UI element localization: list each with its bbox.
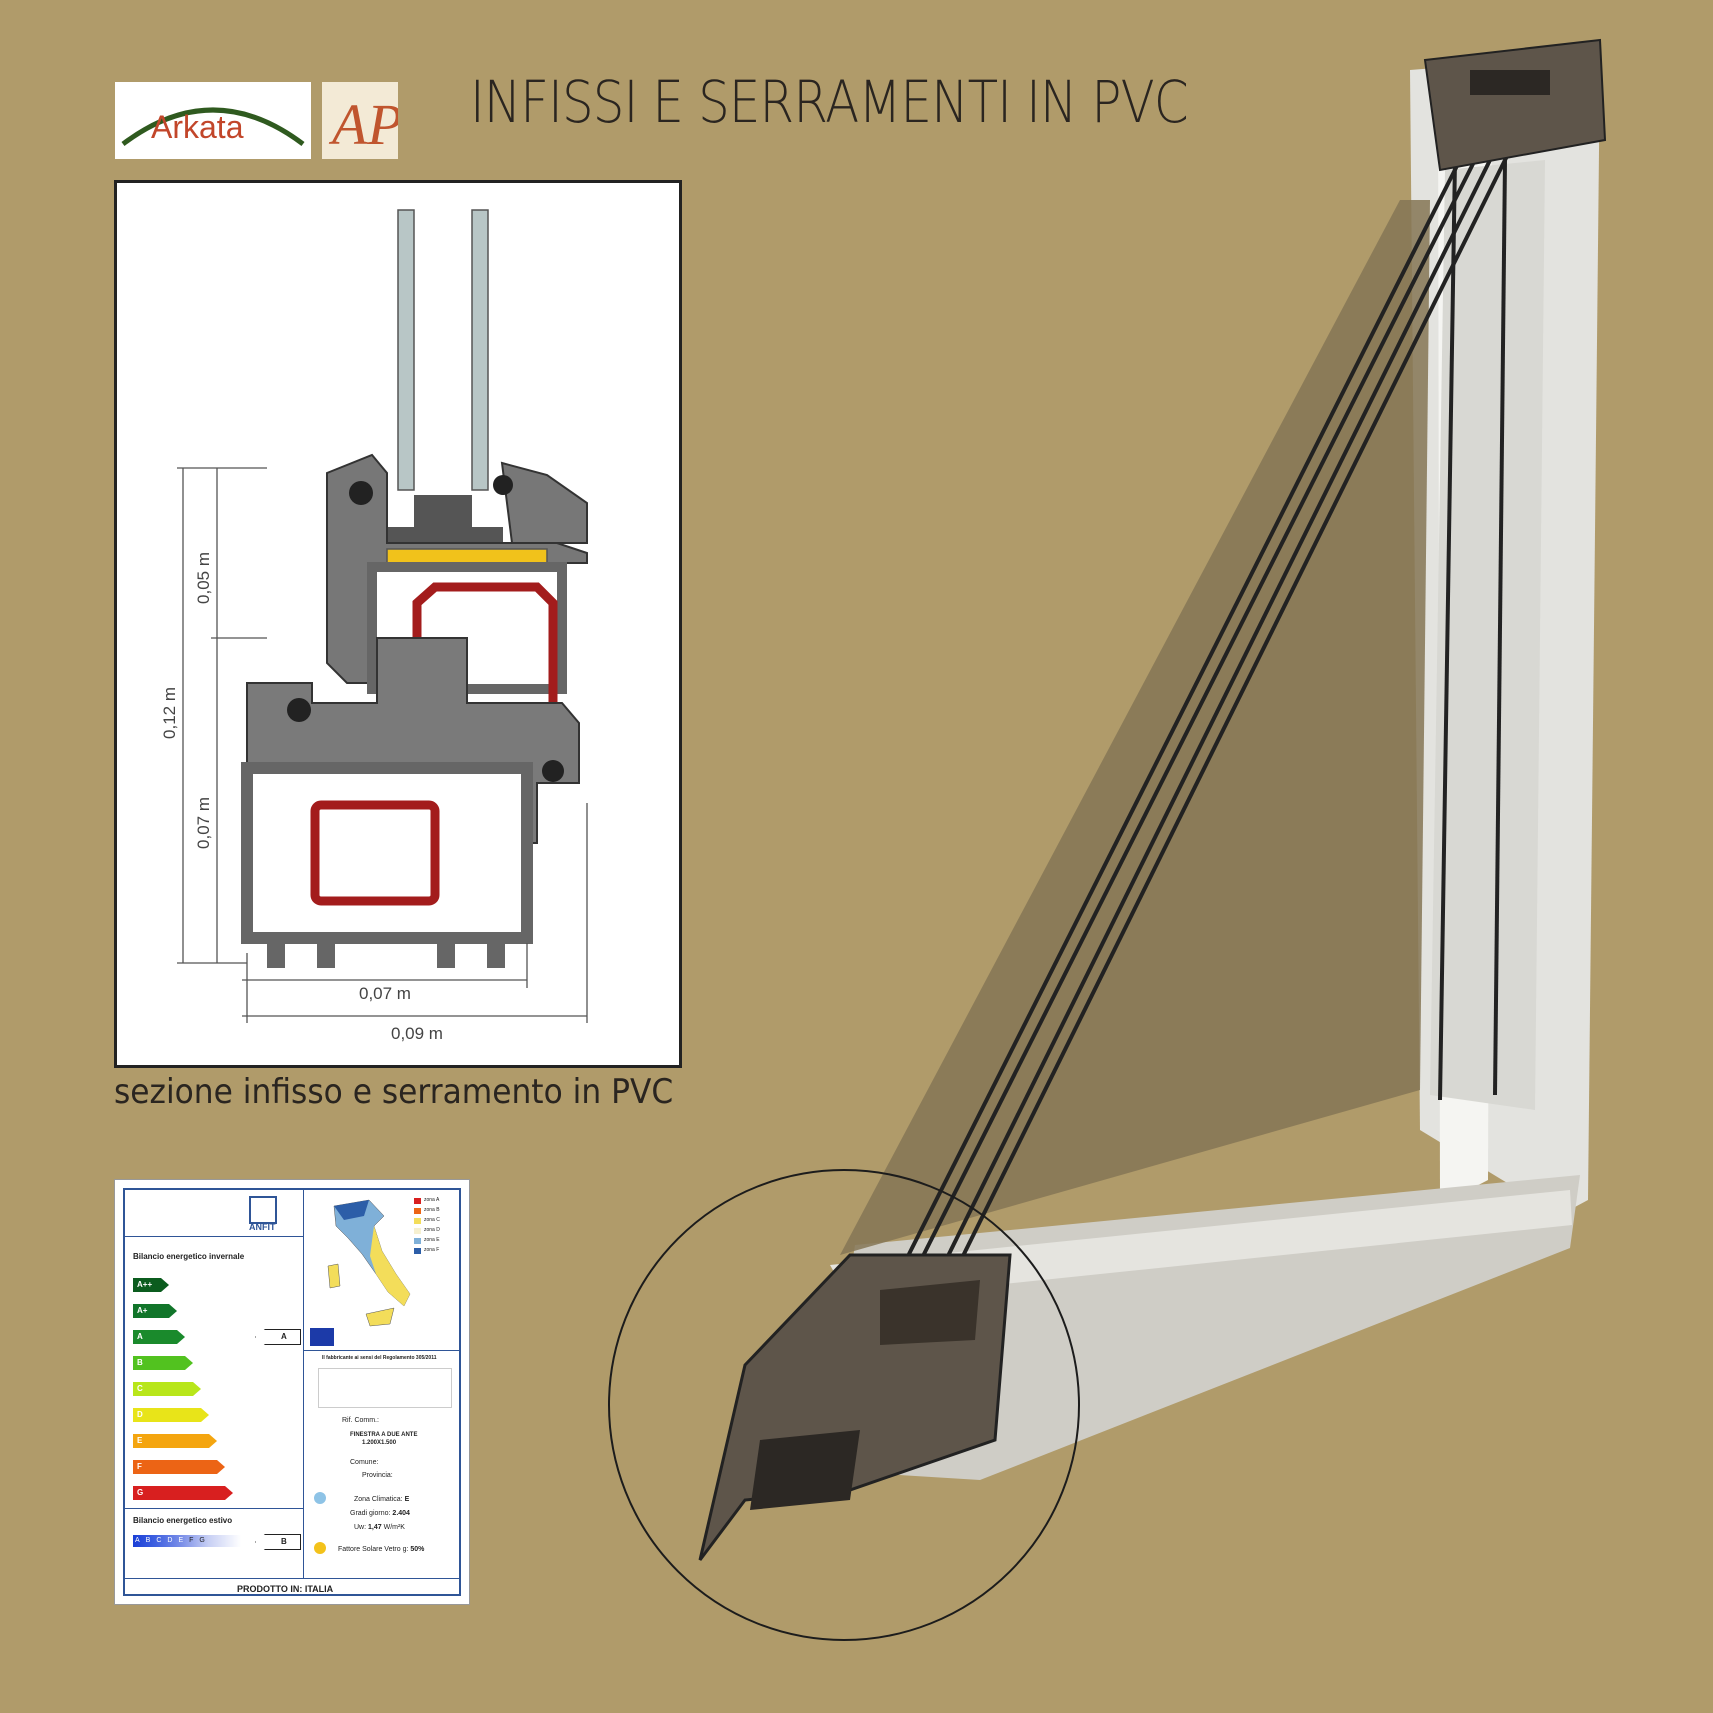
- energy-label: ANFIT Bilancio energetico invernale A++ …: [114, 1179, 470, 1605]
- arkata-logo: Arkata: [115, 82, 311, 159]
- winter-rating-arrow: [255, 1329, 301, 1345]
- dimension-lines: [177, 467, 588, 1023]
- summer-classes: ABCDEFG: [135, 1537, 211, 1544]
- sash-right-face: [1430, 160, 1545, 1110]
- provincia-label: Provincia:: [362, 1472, 393, 1479]
- top-profile-chamber: [1470, 70, 1550, 95]
- winter-title: Bilancio energetico invernale: [133, 1252, 245, 1261]
- bottom-profile-chamber: [880, 1280, 980, 1345]
- zone-label: zona E: [424, 1237, 440, 1243]
- winter-class-bar: D: [133, 1408, 209, 1422]
- summer-rating-arrow: [255, 1534, 301, 1550]
- page-title: INFISSI E SERRAMENTI IN PVC: [470, 68, 1189, 136]
- winter-class-bar: E: [133, 1434, 217, 1448]
- dimension-label: 0,12 m: [160, 687, 179, 739]
- dimension-label: 0,07 m: [194, 797, 213, 849]
- sash-reinforcement: [412, 582, 558, 708]
- ap-monogram-logo: AP: [322, 82, 403, 159]
- section-caption: sezione infisso e serramento in PVC: [114, 1072, 674, 1112]
- winter-rating: A: [281, 1332, 287, 1341]
- solar-factor: Fattore Solare Vetro g: 50%: [338, 1546, 425, 1553]
- frame-feet: [267, 938, 505, 968]
- winter-class-bar: A+: [133, 1304, 177, 1318]
- seal-top-left: [349, 481, 373, 505]
- zone-label: zona D: [424, 1227, 440, 1233]
- zone-label: zona B: [424, 1207, 440, 1213]
- zone-swatch: [414, 1218, 421, 1224]
- glass-edges: [903, 139, 1512, 1263]
- glass-area: [840, 200, 1430, 1255]
- summer-title: Bilancio energetico estivo: [133, 1516, 233, 1525]
- anfit-brand: ANFIT: [249, 1222, 276, 1232]
- ref-label: Rif. Comm.:: [342, 1417, 379, 1424]
- winter-class-bar: A++: [133, 1278, 169, 1292]
- gradi-giorno: Gradi giorno: 2.404: [350, 1510, 410, 1517]
- seal-top-right: [493, 475, 513, 495]
- sash-bead: [500, 461, 588, 544]
- zone-swatch: [414, 1198, 421, 1204]
- comune-label: Comune:: [350, 1459, 379, 1466]
- dimension-label: 0,09 m: [391, 1024, 443, 1043]
- spacer-block: [414, 495, 472, 527]
- winter-class-bar: G: [133, 1486, 233, 1500]
- winter-class-bar: B: [133, 1356, 193, 1370]
- zone-label: zona A: [424, 1197, 440, 1203]
- eu-flag-icon: [310, 1328, 334, 1346]
- zona-climatica: Zona Climatica: E: [354, 1496, 410, 1503]
- section-drawing: 0,05 m 0,12 m 0,07 m 0,07 m 0,09 m: [114, 180, 682, 1068]
- dimension-label: 0,07 m: [359, 984, 411, 1003]
- seal-mid-right: [542, 760, 564, 782]
- product-line1: FINESTRA A DUE ANTE: [350, 1432, 418, 1438]
- frame-reinforcement: [310, 800, 440, 906]
- divider: [304, 1350, 459, 1351]
- dimension-label: 0,05 m: [194, 552, 213, 604]
- monogram-text: AP: [328, 92, 398, 157]
- divider: [125, 1508, 303, 1509]
- sun-icon: [314, 1542, 326, 1554]
- bottom-profile-chamber: [750, 1430, 860, 1510]
- anfit-window-icon: [249, 1196, 277, 1224]
- snowflake-icon: [314, 1492, 326, 1504]
- glass-pane-inner: [471, 209, 489, 491]
- frame-body: [241, 762, 533, 944]
- winter-class-bar: F: [133, 1460, 225, 1474]
- uw-value: Uw: 1,47 W/m²K: [354, 1524, 405, 1531]
- frame-bottom-highlight: [830, 1190, 1572, 1300]
- detail-circle: [608, 1169, 1080, 1641]
- manufacturer-note: Il fabbricante ai sensi del Regolamento …: [322, 1355, 437, 1361]
- winter-class-bar: A: [133, 1330, 185, 1344]
- product-line2: 1.200X1.500: [362, 1440, 397, 1446]
- zone-swatch: [414, 1208, 421, 1214]
- info-column: zona A zona B zona C zona D zona E zona …: [304, 1190, 459, 1578]
- logo-text: Arkata: [151, 109, 244, 145]
- divider: [125, 1236, 303, 1237]
- winter-column: ANFIT Bilancio energetico invernale A++ …: [125, 1190, 304, 1578]
- zone-swatch: [414, 1238, 421, 1244]
- seal-mid-left: [287, 698, 311, 722]
- energy-label-frame: ANFIT Bilancio energetico invernale A++ …: [123, 1188, 461, 1596]
- zone-label: zona F: [424, 1247, 440, 1253]
- zone-label: zona C: [424, 1217, 440, 1223]
- zone-swatch: [414, 1228, 421, 1234]
- summer-rating: B: [281, 1537, 287, 1546]
- winter-class-bar: C: [133, 1382, 201, 1396]
- label-footer: PRODOTTO IN: ITALIA: [237, 1584, 334, 1594]
- zone-swatch: [414, 1248, 421, 1254]
- divider: [125, 1578, 459, 1579]
- italy-climate-map: [327, 1199, 411, 1327]
- glass-pane-outer: [397, 209, 415, 491]
- manufacturer-box: [318, 1368, 452, 1408]
- summer-scale: [133, 1535, 241, 1547]
